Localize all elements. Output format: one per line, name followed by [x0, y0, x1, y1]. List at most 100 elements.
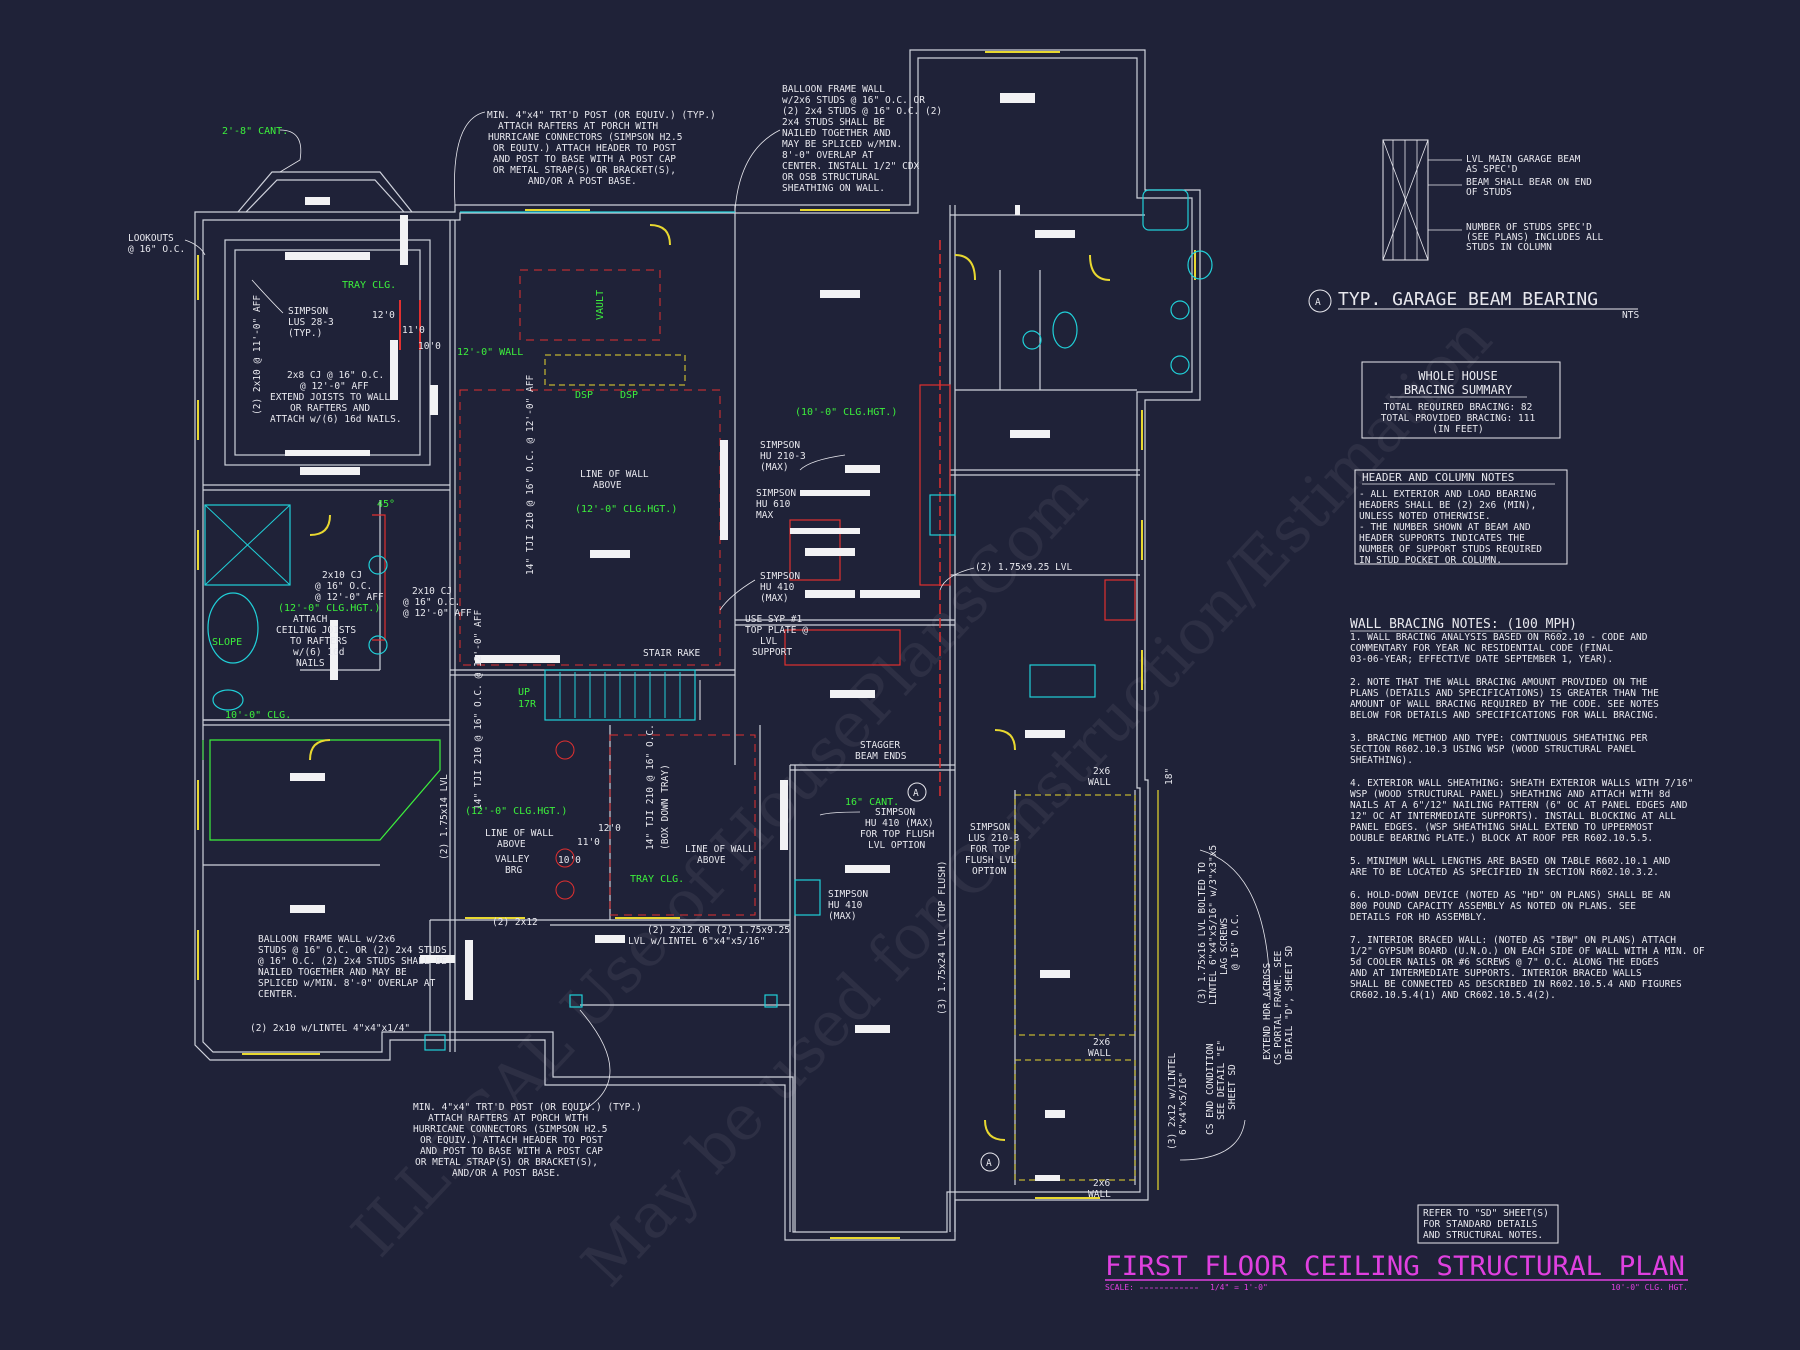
line-of-wall2-1: LINE OF WALL [485, 828, 554, 839]
plan-notes-balloon-top-0: BALLOON FRAME WALL [782, 84, 885, 95]
plan-notes-porch-post-top-5: OR METAL STRAP(S) OR BRACKET(S), [493, 165, 676, 176]
cj-2x10b-3: @ 12'-0" AFF [403, 608, 472, 619]
refer-note-box: REFER TO "SD" SHEET(S) FOR STANDARD DETA… [1417, 1204, 1559, 1244]
syp-4: SUPPORT [752, 647, 792, 658]
n10b: 10'0 [558, 855, 581, 866]
tji-left-label: 14" TJI 210 @ 16" O.C. @ 12'-0" AFF [473, 610, 484, 810]
cj-2x10b-2: @ 16" O.C. [403, 597, 460, 608]
wall-bracing-notes-paragraphs-6-4: SHALL BE CONNECTED AS DESCRIBED IN R602.… [1350, 979, 1682, 990]
wall-bracing-notes-paragraphs-3-4: PANEL EDGES. (WSP SHEATHING SHALL EXTEND… [1350, 822, 1653, 833]
sheet-title: FIRST FLOOR CEILING STRUCTURAL PLAN [1105, 1251, 1685, 1282]
wall-bracing-notes-paragraphs-0-0: 1. WALL BRACING ANALYSIS BASED ON R602.1… [1350, 632, 1648, 643]
sheet-title-block: FIRST FLOOR CEILING STRUCTURAL PLAN SCAL… [1105, 1251, 1688, 1292]
plan-notes-balloon-bottom-4: SPLICED w/MIN. 8'-0" OVERLAP AT [258, 978, 436, 989]
tray-clg2-label: TRAY CLG. [630, 874, 684, 885]
plan-notes-porch-post-top-6: AND/OR A POST BASE. [528, 176, 637, 187]
lvl-bolted-2: LINTEL 6"x4"x5/16" w/3"x3"x5 [1208, 845, 1219, 1005]
simpson-lus-1: SIMPSON [288, 306, 328, 317]
header-column-notes-lines-0: - ALL EXTERIOR AND LOAD BEARING [1359, 489, 1537, 500]
attach-joists-1: ATTACH [293, 614, 328, 625]
wall-bracing-notes-paragraphs-3-1: WSP (WOOD STRUCTURAL PANEL) SHEATHING AN… [1350, 789, 1670, 800]
header-column-notes-lines-2: UNLESS NOTED OTHERWISE. [1359, 511, 1491, 522]
wall-bracing-notes-paragraphs-1-1: PLANS (DETAILS AND SPECIFICATIONS) IS GR… [1350, 688, 1659, 699]
wall-bracing-notes-paragraphs-2-1: SECTION R602.10.3 USING WSP (WOOD STRUCT… [1350, 744, 1636, 755]
header-column-notes-lines-1: HEADERS SHALL BE (2) 2x6 (MIN), [1359, 500, 1536, 511]
cj-2x8-4: OR RAFTERS AND [290, 403, 370, 414]
plan-notes-balloon-top-8: OR OSB STRUCTURAL [782, 172, 880, 183]
lintel-right-2: 6"x4"x5/16" [1178, 1072, 1189, 1135]
wall-bracing-notes-paragraphs-4-1: ARE TO BE LOCATED AS SPECIFIED IN SECTIO… [1350, 867, 1659, 878]
garage-beam-detail-notes-4: NUMBER OF STUDS SPEC'D [1466, 222, 1592, 233]
hu410c-3: (MAX) [828, 911, 857, 922]
tji-center-label: 14" TJI 210 @ 16" O.C. @ 12'-0" AFF [525, 375, 536, 575]
lookouts-line-1: LOOKOUTS [128, 233, 174, 244]
extend-hdr-1: EXTEND HDR ACROSS [1262, 962, 1273, 1060]
wall-bracing-notes: WALL BRACING NOTES: (100 MPH) 1. WALL BR… [1350, 617, 1705, 1001]
detail-title: TYP. GARAGE BEAM BEARING [1338, 289, 1598, 310]
lus210-3: FOR TOP [970, 844, 1010, 855]
garage-beam-detail-notes-2: BEAM SHALL BEAR ON END [1466, 177, 1592, 188]
lus210-4: FLUSH LVL [965, 855, 1017, 866]
hu410c-1: SIMPSON [828, 889, 868, 900]
scale-label: SCALE: [1105, 1283, 1134, 1292]
lvl-garage-label: (3) 1.75x24 LVL (TOP FLUSH) [937, 861, 948, 1015]
valley-2: BRG [505, 865, 522, 876]
cj-2x10b-1: 2x10 CJ [412, 586, 452, 597]
clg-12b-label: (12'-0" CLG.HGT.) [278, 603, 380, 614]
cs-end-2: SEE DETAIL "E" [1216, 1040, 1227, 1120]
cant-16-label: 16" CANT. [845, 797, 899, 808]
plan-notes-porch-post-top-1: ATTACH RAFTERS AT PORCH WITH [498, 121, 658, 132]
sheet-refer-note-1: FOR STANDARD DETAILS [1423, 1219, 1538, 1230]
framing-overlay [204, 189, 1189, 1190]
fixtures [212, 250, 1213, 711]
wall-bracing-notes-paragraphs-1-0: 2. NOTE THAT THE WALL BRACING AMOUNT PRO… [1350, 677, 1648, 688]
hdr-2x12-label: (2) 2x12 [492, 917, 538, 928]
hu410b-1: SIMPSON [875, 807, 915, 818]
cj-2x10a-3: @ 12'-0" AFF [315, 592, 384, 603]
scale-value: 1/4" = 1'-0" [1210, 1283, 1268, 1292]
wall-bracing-notes-paragraphs-0-1: COMMENTARY FOR YEAR NC RESIDENTIAL CODE … [1350, 643, 1613, 654]
garage-beam-detail: LVL MAIN GARAGE BEAM AS SPEC'D BEAM SHAL… [1308, 139, 1639, 321]
lus210-2: LUS 210-3 [968, 833, 1019, 844]
plan-notes-porch-post-bottom-5: OR METAL STRAP(S) OR BRACKET(S), [415, 1157, 598, 1168]
wall-bracing-notes-paragraphs-5-1: 800 POUND CAPACITY ASSEMBLY AS NOTED ON … [1350, 901, 1636, 912]
n12a: 12'0 [372, 310, 395, 321]
hu410b-3: FOR TOP FLUSH [860, 829, 935, 840]
balloon-note-bottom: BALLOON FRAME WALL w/2x6 STUDS @ 16" O.C… [258, 934, 447, 1000]
lvl-bolted-3: LAG SCREWS [1219, 918, 1230, 975]
attach-joists-5: NAILS [296, 658, 325, 669]
clg-12a-label: (12'-0" CLG.HGT.) [575, 504, 677, 515]
hu210-3: (MAX) [760, 462, 789, 473]
stagger-1: STAGGER [860, 740, 900, 751]
valley-1: VALLEY [495, 854, 530, 865]
simpson-lus-3: (TYP.) [288, 328, 322, 339]
hu410-1: SIMPSON [760, 571, 800, 582]
wall-bracing-notes-paragraphs-6-0: 7. INTERIOR BRACED WALL: (NOTED AS "IBW"… [1350, 935, 1676, 946]
plan-notes-porch-post-bottom-1: ATTACH RAFTERS AT PORCH WITH [428, 1113, 588, 1124]
plan-notes-balloon-top-5: MAY BE SPLICED w/MIN. [782, 139, 902, 150]
wall-2x6-b-1: 2x6 [1093, 1037, 1110, 1048]
header-column-notes-lines-3: - THE NUMBER SHOWN AT BEAM AND [1359, 522, 1531, 533]
wall-12-label: 12'-0" WALL [457, 347, 523, 358]
line-of-wall3-1: LINE OF WALL [685, 844, 754, 855]
hu210-2: HU 210-3 [760, 451, 806, 462]
tji-right-1: 14" TJI 210 @ 16" O.C. [645, 724, 656, 850]
deg45-label: 45° [377, 499, 395, 510]
wall-bracing-notes-title: WALL BRACING NOTES: (100 MPH) [1350, 617, 1577, 632]
lvl-bolted-4: @ 16" O.C. [1230, 913, 1241, 970]
plan-notes-porch-post-top-4: AND POST TO BASE WITH A POST CAP [493, 154, 676, 165]
cj-2x8-2: @ 12'-0" AFF [300, 381, 369, 392]
balloon-note-top: BALLOON FRAME WALL w/2x6 STUDS @ 16" O.C… [782, 84, 942, 194]
cj-2x8-3: EXTEND JOISTS TO WALL [270, 392, 390, 403]
bracing-summary-title-line2: BRACING SUMMARY [1404, 383, 1513, 397]
aff-left-label: (2) 2x10 @ 11'-0" AFF [252, 295, 263, 415]
marker-a1-label: A [913, 788, 919, 799]
header-column-notes-lines-4: HEADER SUPPORTS INDICATES THE [1359, 533, 1525, 544]
tji-right-2: (BOX DOWN TRAY) [660, 764, 671, 850]
detail-scale: NTS [1622, 310, 1639, 321]
clg-10b-label: 10'-0" CLG. [225, 710, 291, 721]
dsp-label-1: DSP [575, 390, 593, 401]
plan-notes-balloon-top-6: 8'-0" OVERLAP AT [782, 150, 874, 161]
wall-bracing-notes-paragraphs-1-2: AMOUNT OF WALL BRACING REQUIRED BY THE C… [1350, 699, 1659, 710]
cj-2x10a-2: @ 16" O.C. [315, 581, 372, 592]
